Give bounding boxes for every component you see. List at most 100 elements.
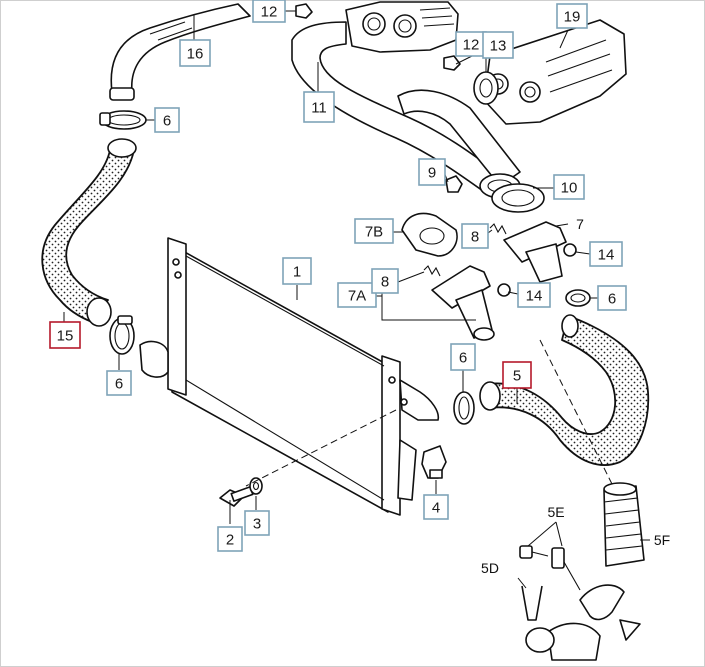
- springs-8: [423, 223, 507, 277]
- callout-box: [106, 370, 132, 396]
- callout-label: 6: [459, 350, 467, 367]
- callout-8: 8: [461, 223, 489, 249]
- callout-box: [589, 241, 623, 267]
- hose-clamp-6-middle: [453, 391, 475, 425]
- callout-box: [354, 218, 394, 244]
- callout-label: 5: [513, 368, 521, 385]
- gasket-13: [473, 71, 499, 105]
- callout-box: [553, 174, 585, 200]
- callout-3: 3: [244, 510, 270, 536]
- callout-box: [282, 257, 312, 285]
- callout-label: 1: [293, 264, 301, 281]
- callout-label: 7B: [365, 224, 383, 241]
- nut-12-top: [295, 3, 313, 19]
- callout-box: [597, 285, 627, 311]
- label-5F: 5F: [654, 532, 670, 548]
- valve-7B: [401, 212, 458, 257]
- callout-2: 2: [217, 526, 243, 552]
- callout-label: 6: [163, 113, 171, 130]
- callout-11: 11: [303, 91, 335, 123]
- callout-8: 8: [371, 268, 399, 294]
- callout-box: [482, 31, 514, 59]
- callout-label: 9: [428, 165, 436, 182]
- leader-lines: [63, 10, 650, 589]
- callout-label: 8: [471, 229, 479, 246]
- lower-pipe: [525, 584, 641, 661]
- nut-9: [445, 175, 463, 193]
- callout-box: [517, 282, 551, 308]
- callout-label: 3: [253, 516, 261, 533]
- callout-label: 7A: [348, 288, 366, 305]
- sensor-5E: [519, 545, 581, 591]
- nut-12-mid: [443, 55, 461, 71]
- callout-box: [337, 282, 377, 308]
- callout-label: 6: [608, 291, 616, 308]
- callout-7b: 7B: [354, 218, 394, 244]
- callout-4: 4: [423, 494, 449, 520]
- callout-9: 9: [418, 158, 446, 186]
- callout-label: 2: [226, 532, 234, 549]
- hose-clamp-6-left: [109, 315, 135, 355]
- callout-label: 13: [490, 38, 507, 55]
- callout-19: 19: [556, 3, 588, 29]
- callout-box: [49, 321, 81, 349]
- callout-label: 11: [311, 100, 327, 117]
- callout-label: 6: [115, 376, 123, 393]
- callout-label: 14: [526, 288, 543, 305]
- callout-14: 14: [517, 282, 551, 308]
- callout-label: 8: [381, 274, 389, 291]
- callout-13: 13: [482, 31, 514, 59]
- callout-label: 10: [561, 180, 578, 197]
- callout-14: 14: [589, 241, 623, 267]
- callout-box: [418, 158, 446, 186]
- callout-box: [217, 526, 243, 552]
- callout-box: [556, 3, 588, 29]
- callout-box: [179, 39, 211, 67]
- gasket-10: [491, 183, 545, 213]
- callout-5: 5: [502, 361, 532, 389]
- callout-label: 16: [187, 46, 204, 63]
- intake-manifold-left: [345, 1, 459, 53]
- callout-label: 12: [463, 37, 480, 54]
- callout-box: [423, 494, 449, 520]
- callout-box: [244, 510, 270, 536]
- bolt-2: [219, 486, 254, 507]
- callout-label: 4: [432, 500, 440, 517]
- label-5E: 5E: [547, 504, 564, 520]
- callout-6: 6: [154, 107, 180, 133]
- callout-6: 6: [450, 343, 476, 371]
- flange-7A: [431, 265, 495, 341]
- callout-box: [461, 223, 489, 249]
- intercooler-1: [139, 237, 440, 516]
- hose-clamp-6-right: [565, 289, 591, 307]
- sensor-4: [421, 445, 447, 479]
- callout-box: [303, 91, 335, 123]
- callout-7a: 7A: [337, 282, 377, 308]
- callout-16: 16: [179, 39, 211, 67]
- callout-10: 10: [553, 174, 585, 200]
- callout-label: 19: [564, 9, 581, 26]
- bellow-5F: [603, 482, 645, 567]
- callout-box: [371, 268, 399, 294]
- callout-box: [252, 0, 286, 23]
- upper-pipe-16: [109, 3, 251, 101]
- label-5D: 5D: [481, 560, 499, 576]
- callout-box: [154, 107, 180, 133]
- callout-label: 14: [598, 247, 615, 264]
- label-7: 7: [576, 216, 584, 232]
- callout-box: [450, 343, 476, 371]
- callout-label: 15: [57, 328, 74, 345]
- callout-1: 1: [282, 257, 312, 285]
- callout-label: 12: [261, 4, 278, 21]
- flange-7: [503, 221, 567, 283]
- callout-box: [502, 361, 532, 389]
- charge-air-hose-15: [41, 138, 137, 327]
- callout-6: 6: [597, 285, 627, 311]
- bracket-5D: [521, 585, 543, 621]
- bolts-14: [497, 243, 577, 297]
- charge-air-hose-5: [479, 314, 650, 466]
- hose-clamp-6-upper: [99, 110, 147, 130]
- callout-12: 12: [252, 0, 286, 23]
- callout-12: 12: [455, 31, 487, 57]
